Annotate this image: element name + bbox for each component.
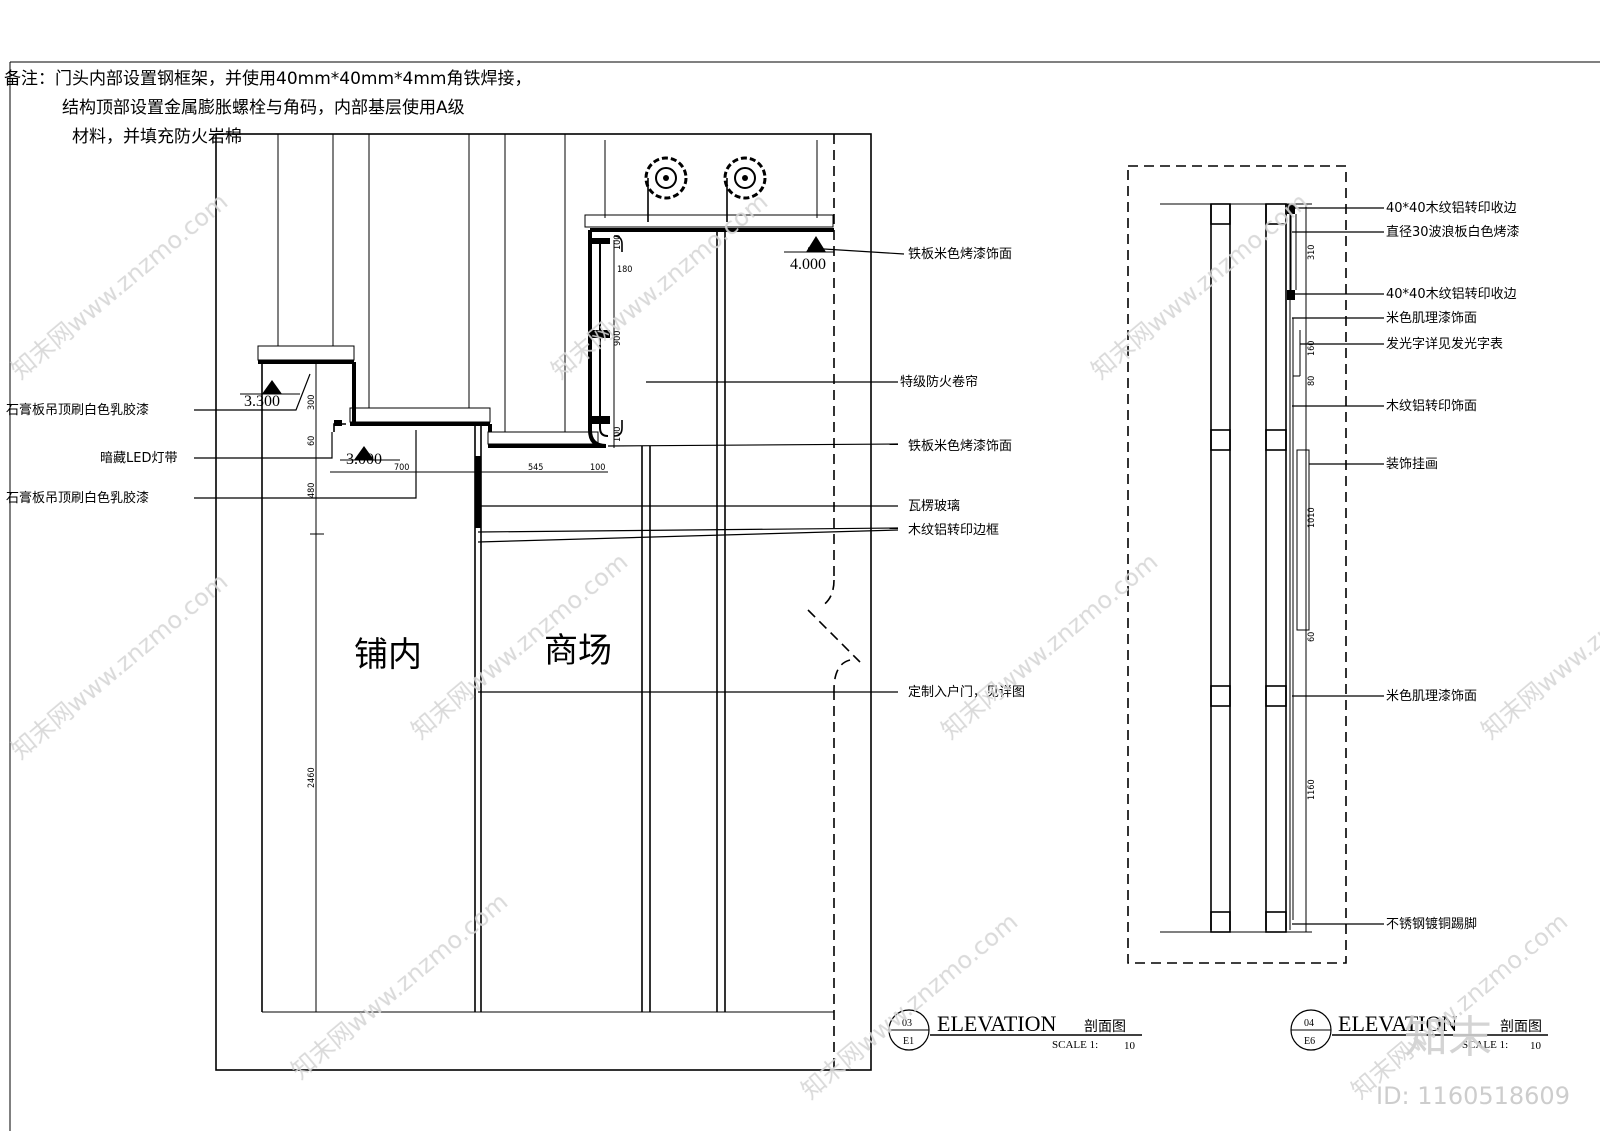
watermark-text: 知末网www.znzmo.com [796,908,1023,1105]
scale-label-1: SCALE 1: [1052,1039,1098,1051]
steel-soffit [352,230,623,448]
watermark-text: 知末网www.znzmo.com [6,568,233,765]
callout-woodgrain-trim-2: 40*40木纹铝转印收边 [1386,287,1517,302]
right-section-callouts: 40*40木纹铝转印收边 直径30波浪板白色烤漆 40*40木纹铝转印收边 米色… [1292,201,1520,932]
callout-custom-door: 定制入户门，见详图 [908,684,1025,700]
callout-texture-paint-1: 米色肌理漆饰面 [1386,310,1477,326]
watermark-text: 知末网www.znzmo.com [936,548,1163,745]
watermark-id: ID: 1160518609 [1376,1082,1570,1110]
level-triangle-2 [354,446,374,460]
watermark-text: 知末网www.znzmo.com [6,188,233,385]
level-3000: 3.000 [346,451,382,468]
detail-number-03: 03 [902,1018,912,1029]
callout-luminous-letters: 发光字详见发光字表 [1386,336,1503,352]
walls [261,228,884,1013]
title-cn-2: 剖面图 [1500,1019,1542,1035]
sheet-frame [9,61,1600,1131]
top-trim [1287,204,1297,300]
callout-corrugated-glass: 瓦楞玻璃 [908,499,960,514]
title-block-03: 03 E1 ELEVATION 剖面图 SCALE 1: 10 [888,1009,1142,1052]
callout-hidden-led-strip: 暗藏LED灯带 [100,451,177,466]
scale-label-2: SCALE 1: [1462,1039,1508,1051]
dim-310: 310 [1307,245,1317,260]
left-callouts: 石膏板吊顶刷白色乳胶漆 暗藏LED灯带 石膏板吊顶刷白色乳胶漆 [6,373,417,506]
title-cn-1: 剖面图 [1084,1019,1126,1035]
dim-60: 60 [307,436,317,446]
callout-fire-shutter: 特级防火卷帘 [900,374,978,390]
sheet-number-e1: E1 [903,1036,914,1047]
dim-480: 480 [307,483,317,498]
dimensions-left: 300 60 480 2460 700 545 100 100 180 900 … [307,235,632,788]
dim-60: 60 [1307,632,1317,642]
level-triangle-1 [262,380,282,394]
callout-woodgrain-frame: 木纹铝转印边框 [908,523,999,538]
wall-layers [1210,204,1310,930]
dim-1160: 1160 [1307,779,1317,800]
callout-gypsum-ceiling-1: 石膏板吊顶刷白色乳胶漆 [6,402,149,418]
dimensions-right: 310 160 80 1010 60 1160 [1305,204,1317,932]
dim-700: 700 [394,463,409,473]
dim-80: 80 [1307,376,1317,386]
sheet-number-e6: E6 [1304,1036,1315,1047]
watermark-logo: 知末 [1404,1012,1492,1063]
dim-180: 180 [617,265,632,275]
callout-decorative-painting: 装饰挂画 [1386,457,1438,472]
title-elevation-2: ELEVATION [1338,1011,1457,1036]
note-line-3: 材料，并填充防火岩棉 [72,127,242,147]
level-markers: 3.300 3.000 4.000 [240,236,834,468]
watermark-text: 知末网www.znzmo.com [546,188,773,385]
callout-iron-panel-beige-2: 铁板米色烤漆饰面 [908,438,1012,454]
ceiling-panels [257,214,834,448]
left-section: 3.300 3.000 4.000 [6,133,1142,1071]
callout-woodgrain-trim-1: 40*40木纹铝转印收边 [1386,201,1517,216]
dim-2460: 2460 [307,767,317,788]
dim-100-c: 100 [613,427,623,442]
dim-1010: 1010 [1307,507,1317,528]
right-section: 310 160 80 1010 60 1160 40*40木纹铝转印收边 直径3… [1127,165,1548,1052]
room-label-inside: 铺内 [354,635,422,675]
general-note: 备注：门头内部设置钢框架，并使用40mm*40mm*4mm角铁焊接， 结构顶部设… [4,68,531,147]
watermark-text: 知末网www.znzmo.com [1346,908,1573,1105]
callout-woodgrain-finish: 木纹铝转印饰面 [1386,399,1477,414]
room-label-mall: 商场 [544,631,612,671]
callout-wave-panel: 直径30波浪板白色烤漆 [1386,224,1520,240]
right-callouts: 铁板米色烤漆饰面 特级防火卷帘 铁板米色烤漆饰面 瓦楞玻璃 木纹铝转印边框 定制… [477,246,1025,700]
note-line-1: 备注：门头内部设置钢框架，并使用40mm*40mm*4mm角铁焊接， [4,68,531,89]
title-block-04: 04 E6 ELEVATION 剖面图 SCALE 1: 10 [1290,1009,1548,1052]
scale-value-2: 10 [1530,1040,1542,1052]
callout-gypsum-ceiling-2: 石膏板吊顶刷白色乳胶漆 [6,490,149,506]
dim-900: 900 [613,331,623,346]
note-line-2: 结构顶部设置金属膨胀螺栓与角码，内部基层使用A级 [62,97,465,118]
callout-texture-paint-2: 米色肌理漆饰面 [1386,688,1477,704]
callout-skirting: 不锈钢镀铜踢脚 [1386,916,1477,932]
dim-545: 545 [528,463,543,473]
watermark-text: 知末网www.znzmo.com [286,888,513,1085]
callout-iron-panel-beige-1: 铁板米色烤漆饰面 [908,246,1012,262]
scale-value-1: 10 [1124,1040,1136,1052]
watermarks: 知末网www.znzmo.com 知末网www.znzmo.com 知末网www… [6,188,1600,1110]
watermark-text: 知末网www.znzmo.com [1476,548,1600,745]
title-elevation-1: ELEVATION [937,1011,1056,1036]
hanger-rods [277,134,818,432]
level-triangle-3 [806,236,826,252]
dim-300: 300 [307,395,317,410]
left-section-frame [215,133,872,1071]
dim-100-b: 100 [613,235,623,250]
dim-160: 160 [1307,341,1317,356]
door-swing-dashed [807,134,861,1070]
led-profile [333,420,346,432]
watermark-text: 知末网www.znzmo.com [1086,188,1313,385]
steel-blocks [1210,203,1287,933]
detail-number-04: 04 [1304,1018,1314,1029]
dim-100-a: 100 [590,463,605,473]
level-4000: 4.000 [790,256,826,273]
right-section-dashed-frame [1127,165,1347,964]
